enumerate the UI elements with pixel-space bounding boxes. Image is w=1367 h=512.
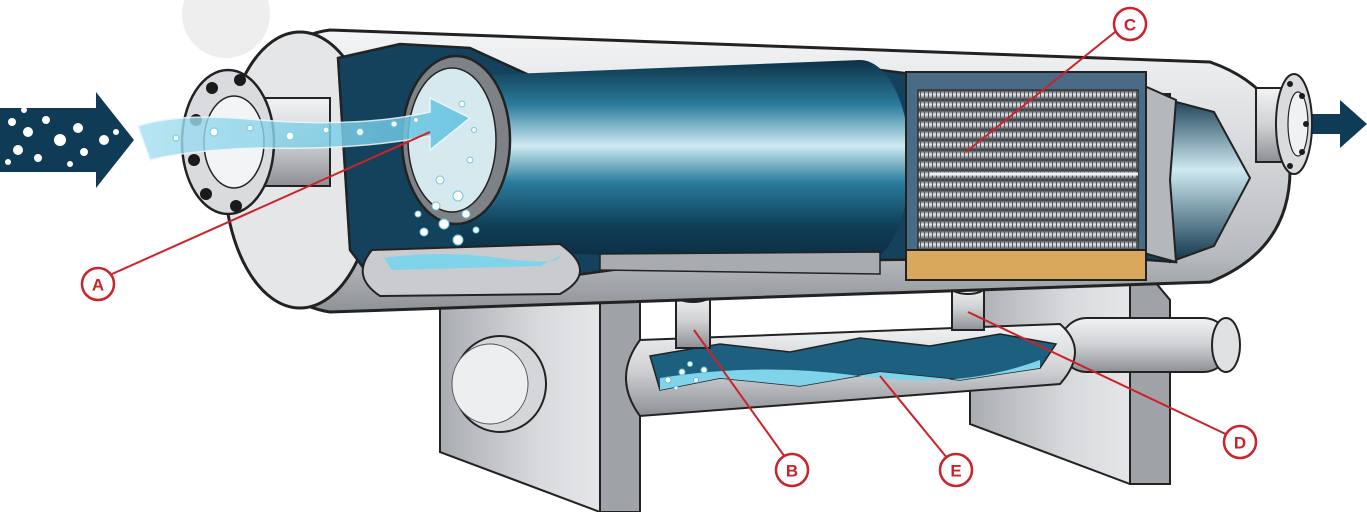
background-circle: [182, 0, 270, 58]
leader-lines: [111, 27, 1235, 465]
callout-c: C: [1112, 6, 1148, 42]
leader-line-c: [965, 27, 1121, 153]
inlet-flow-arrow: [0, 92, 134, 188]
callout-e: E: [938, 452, 974, 488]
leader-line-b: [693, 329, 791, 465]
callout-b-label: B: [786, 462, 798, 481]
callout-a: A: [80, 266, 116, 302]
callout-d: D: [1222, 424, 1258, 460]
leader-line-a: [111, 131, 431, 275]
callout-e-label: E: [950, 462, 961, 481]
leader-line-e: [879, 375, 953, 465]
outlet-nozzle: [1255, 73, 1313, 175]
callout-a-label: A: [92, 276, 104, 295]
outlet-flow-arrow: [1300, 100, 1367, 148]
leader-line-d: [967, 311, 1235, 439]
callout-c-label: C: [1124, 16, 1136, 35]
inlet-stream: [137, 96, 480, 246]
callout-d-label: D: [1234, 434, 1246, 453]
callout-b: B: [774, 452, 810, 488]
